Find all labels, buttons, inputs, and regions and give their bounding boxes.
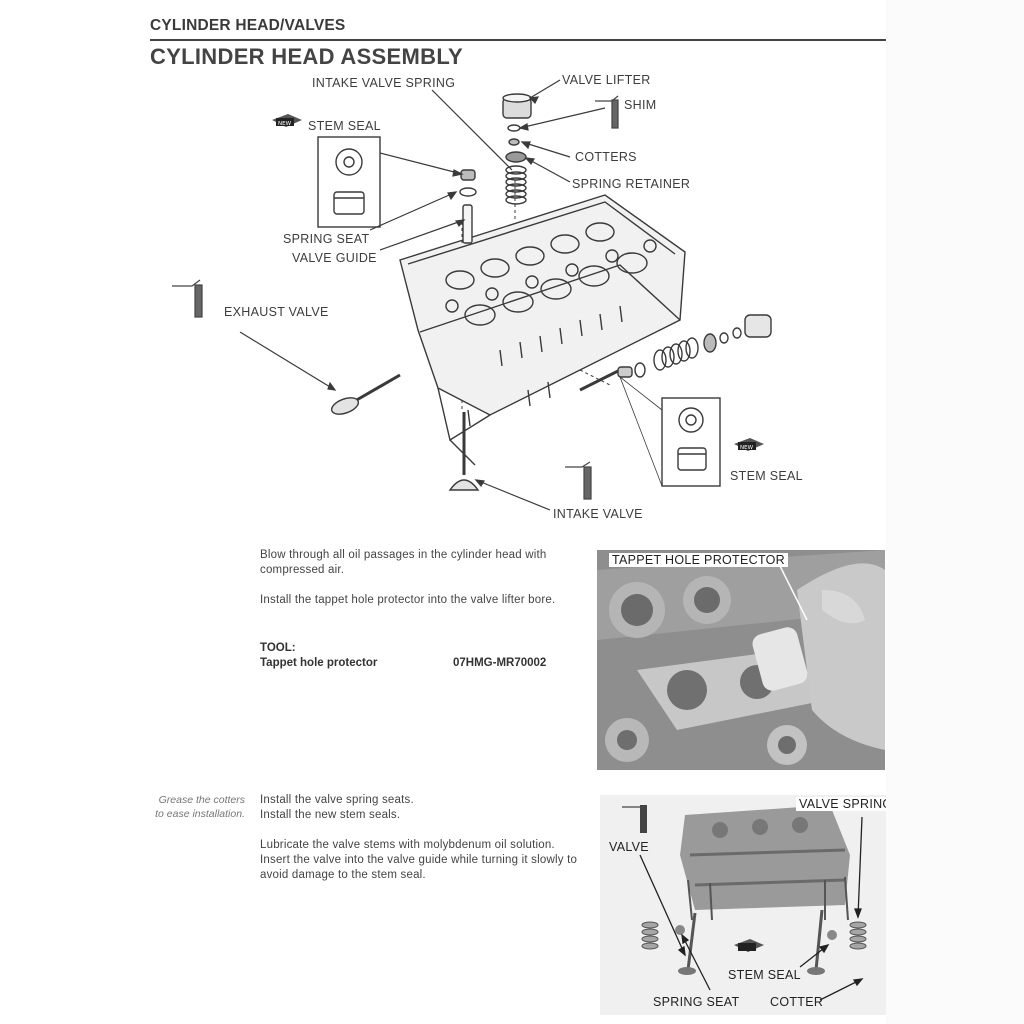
label-intake-valve-spring: INTAKE VALVE SPRING xyxy=(312,76,456,90)
photo2-label-cotter: COTTER xyxy=(770,995,824,1009)
tool-heading: TOOL: xyxy=(260,642,296,654)
intake-spring-part xyxy=(505,165,527,205)
new-parts-icon: NEW xyxy=(734,438,764,451)
step2-para2: Lubricate the valve stems with molybdenu… xyxy=(260,839,555,851)
page-title: CYLINDER HEAD ASSEMBLY xyxy=(150,44,464,69)
step1-para1: Blow through all oil passages in the cyl… xyxy=(260,549,547,576)
valve-install-photo: VALVE SPRING VALVE STEM SEAL SPRING SEAT… xyxy=(600,795,886,1015)
svg-text:NEW: NEW xyxy=(740,445,754,451)
tappet-photo: TAPPET HOLE PROTECTOR xyxy=(597,550,885,770)
photo1-label-tappet-hole-protector: TAPPET HOLE PROTECTOR xyxy=(609,553,788,567)
photo2-label-valve-spring: VALVE SPRING xyxy=(796,797,886,811)
tool-name: Tappet hole protector xyxy=(260,657,378,669)
svg-text:NEW: NEW xyxy=(278,121,292,127)
shim-part xyxy=(507,124,521,132)
moly-oil-icon xyxy=(172,95,619,500)
label-exhaust-valve: EXHAUST VALVE xyxy=(224,305,329,319)
label-shim: SHIM xyxy=(624,98,657,112)
valve-install-photo-image xyxy=(600,795,886,1015)
step2-line1: Install the valve spring seats. xyxy=(260,794,414,806)
step2-line2: Install the new stem seals. xyxy=(260,809,401,821)
stem-seal-inset-right xyxy=(661,397,721,487)
step2-text: Install the valve spring seats. Install … xyxy=(260,793,585,883)
stem-seal-part xyxy=(460,169,476,181)
new-parts-icon xyxy=(734,939,764,952)
stem-seal-inset xyxy=(317,136,381,228)
label-spring-retainer: SPRING RETAINER xyxy=(572,177,691,191)
photo2-label-spring-seat: SPRING SEAT xyxy=(653,995,740,1009)
label-valve-lifter: VALVE LIFTER xyxy=(562,73,651,87)
tappet-photo-image xyxy=(597,550,885,770)
right-valve-train xyxy=(579,314,772,392)
photo2-label-stem-seal: STEM SEAL xyxy=(728,968,801,982)
section-header: CYLINDER HEAD/VALVES xyxy=(150,17,886,41)
valve-guide-part xyxy=(462,204,473,244)
margin-note: Grease the cotters to ease installation. xyxy=(155,794,245,820)
tool-block: TOOL: Tappet hole protector 07HMG-MR7000… xyxy=(260,641,546,671)
tool-number: 07HMG-MR70002 xyxy=(453,657,547,669)
assembly-diagram: NEW NEW xyxy=(172,79,772,511)
intake-valve-part xyxy=(448,412,480,491)
label-spring-seat: SPRING SEAT xyxy=(283,232,370,246)
label-stem-seal-right: STEM SEAL xyxy=(730,469,803,483)
step1-para2: Install the tappet hole protector into t… xyxy=(260,594,556,606)
label-stem-seal-top: STEM SEAL xyxy=(308,119,381,133)
photo2-label-valve: VALVE xyxy=(609,840,649,854)
page-edge xyxy=(886,0,1024,1024)
cylinder-head-illustration xyxy=(399,194,686,466)
step2-para3: Insert the valve into the valve guide wh… xyxy=(260,854,578,881)
grease-icon xyxy=(622,805,647,833)
step1-text: Blow through all oil passages in the cyl… xyxy=(260,548,580,608)
label-cotters: COTTERS xyxy=(575,150,637,164)
label-valve-guide: VALVE GUIDE xyxy=(292,251,377,265)
exhaust-valve-part xyxy=(330,373,401,415)
label-intake-valve: INTAKE VALVE xyxy=(553,507,643,521)
new-parts-icon: NEW xyxy=(272,114,302,127)
